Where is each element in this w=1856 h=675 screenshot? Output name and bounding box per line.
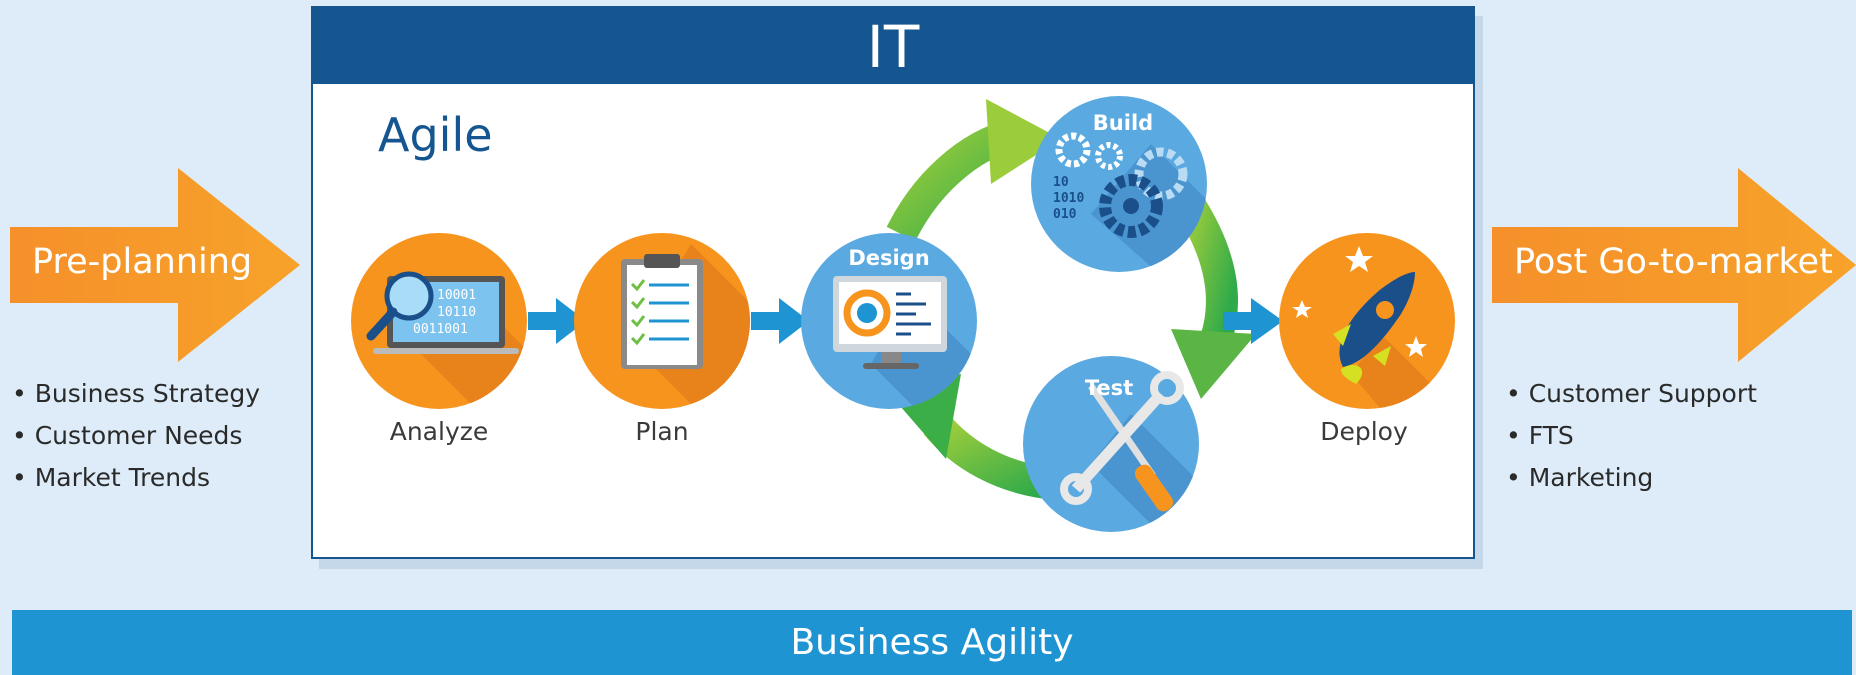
agile-title: Agile <box>378 108 493 162</box>
build-circle <box>1031 96 1207 272</box>
stage-deploy-label: Deploy <box>1320 417 1408 446</box>
star-icon <box>1292 246 1427 357</box>
list-item: Marketing <box>1506 457 1757 499</box>
arrow-analyze-to-plan <box>528 298 586 344</box>
postmarket-arrow <box>1492 168 1856 362</box>
build-binary-line: 010 <box>1053 207 1077 222</box>
postmarket-list: Customer Support FTS Marketing <box>1506 373 1757 499</box>
build-binary-line: 1010 <box>1053 191 1084 206</box>
stage-test-label: Test <box>1085 376 1133 400</box>
cycle-arrow-build-to-test <box>1171 195 1256 399</box>
analyze-binary-line: 10110 <box>437 305 476 320</box>
preplanning-arrow <box>10 168 300 362</box>
analyze-binary: 10001 10110 0011001 <box>413 288 484 337</box>
stage-build-label: Build <box>1093 111 1153 135</box>
build-binary: 10 1010 010 <box>1053 175 1092 222</box>
gears-icon <box>1055 132 1188 238</box>
cycle-arrow-design-to-build <box>886 99 1061 242</box>
list-item: FTS <box>1506 415 1757 457</box>
plan-circle <box>574 233 750 409</box>
analyze-circle <box>351 233 527 409</box>
list-item: Business Strategy <box>12 373 260 415</box>
stage-design-label: Design <box>848 246 929 270</box>
preplanning-list: Business Strategy Customer Needs Market … <box>12 373 260 499</box>
tools-icon <box>1060 371 1184 512</box>
it-header: IT <box>311 6 1475 84</box>
analyze-binary-line: 0011001 <box>413 322 468 337</box>
preplanning-label: Pre-planning <box>32 242 253 282</box>
design-circle <box>801 233 977 409</box>
stage-analyze-label: Analyze <box>389 417 489 446</box>
postmarket-label: Post Go-to-market <box>1514 242 1833 282</box>
arrow-cycle-to-deploy <box>1223 298 1283 344</box>
analyze-binary-line: 10001 <box>437 288 476 303</box>
list-item: Customer Support <box>1506 373 1757 415</box>
build-binary-line: 10 <box>1053 175 1069 190</box>
list-item: Customer Needs <box>12 415 260 457</box>
business-agility-bar: Business Agility <box>12 610 1852 675</box>
deploy-circle <box>1279 233 1455 409</box>
agile-diagram: 10001 10110 0011001 <box>351 96 1455 532</box>
code-lines-icon <box>896 292 931 336</box>
arrow-plan-to-design <box>751 298 809 344</box>
list-item: Market Trends <box>12 457 260 499</box>
stage-plan-label: Plan <box>635 417 689 446</box>
checklist-icon <box>630 279 689 346</box>
rocket-icon <box>1333 272 1415 384</box>
